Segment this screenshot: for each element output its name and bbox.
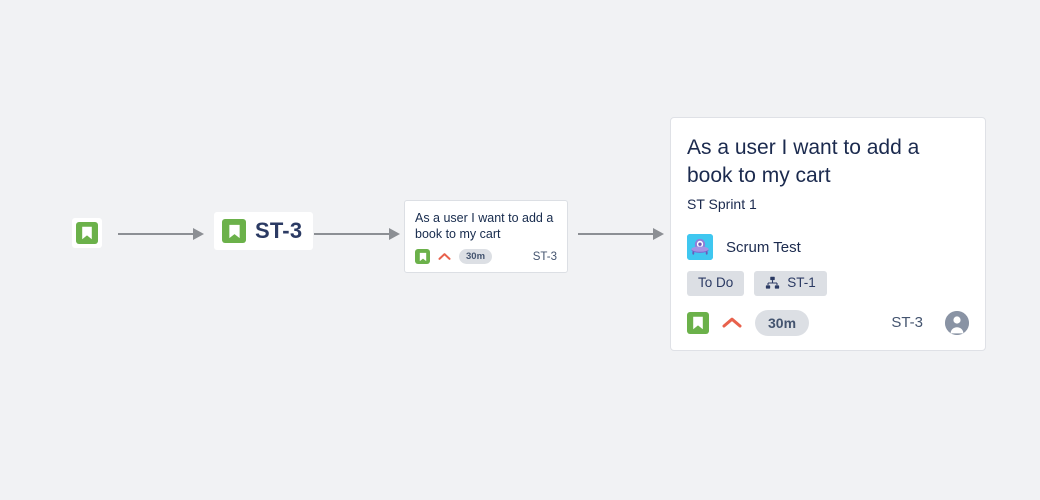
story-bookmark-icon — [415, 249, 430, 264]
story-bookmark-icon — [687, 311, 709, 334]
icon-tile[interactable] — [72, 218, 102, 248]
arrow-2 — [314, 228, 400, 240]
issue-type-icon-node[interactable] — [72, 218, 102, 248]
priority-high-chevron-up-icon — [438, 252, 451, 261]
hierarchy-icon — [765, 276, 780, 290]
issue-card-small-node[interactable]: As a user I want to add a book to my car… — [404, 200, 568, 273]
arrow-head — [653, 228, 664, 240]
issue-card-small-title: As a user I want to add a book to my car… — [415, 211, 554, 241]
issue-key-chip[interactable]: ST-3 — [214, 212, 314, 250]
priority-high-chevron-up-icon — [722, 316, 742, 329]
arrow-1 — [118, 228, 204, 240]
issue-card-detail-footer: 30m ST-3 — [687, 309, 969, 336]
badges-row: To Do ST-1 — [687, 271, 969, 296]
issue-card-detail[interactable]: As a user I want to add a book to my car… — [670, 117, 986, 351]
estimate-pill: 30m — [755, 309, 810, 336]
issue-key-chip-node[interactable]: ST-3 — [214, 212, 314, 250]
parent-badge[interactable]: ST-1 — [754, 271, 827, 296]
user-avatar-icon[interactable] — [945, 310, 969, 335]
issue-key-label: ST-3 — [255, 218, 303, 243]
arrow-shaft — [118, 233, 193, 235]
status-badge[interactable]: To Do — [687, 271, 745, 296]
story-bookmark-icon — [76, 222, 98, 244]
arrow-3 — [578, 228, 664, 240]
project-row[interactable]: Scrum Test — [687, 234, 969, 260]
arrow-shaft — [578, 233, 653, 235]
issue-card-small[interactable]: As a user I want to add a book to my car… — [404, 200, 568, 273]
project-avatar-ufo-icon — [687, 234, 713, 260]
project-name-label: Scrum Test — [726, 238, 801, 256]
estimate-pill: 30m — [459, 249, 493, 264]
status-badge-label: To Do — [698, 275, 734, 290]
issue-card-detail-title: As a user I want to add a book to my car… — [687, 136, 920, 187]
issue-card-detail-node[interactable]: As a user I want to add a book to my car… — [670, 117, 986, 351]
arrow-shaft — [314, 233, 389, 235]
story-bookmark-icon — [222, 219, 246, 243]
sprint-label: ST Sprint 1 — [687, 196, 757, 212]
arrow-head — [193, 228, 204, 240]
parent-badge-label: ST-1 — [787, 275, 816, 290]
issue-card-small-meta: 30m ST-3 — [415, 249, 557, 264]
arrow-head — [389, 228, 400, 240]
issue-key-label: ST-3 — [891, 314, 923, 332]
issue-key-label: ST-3 — [532, 250, 557, 263]
